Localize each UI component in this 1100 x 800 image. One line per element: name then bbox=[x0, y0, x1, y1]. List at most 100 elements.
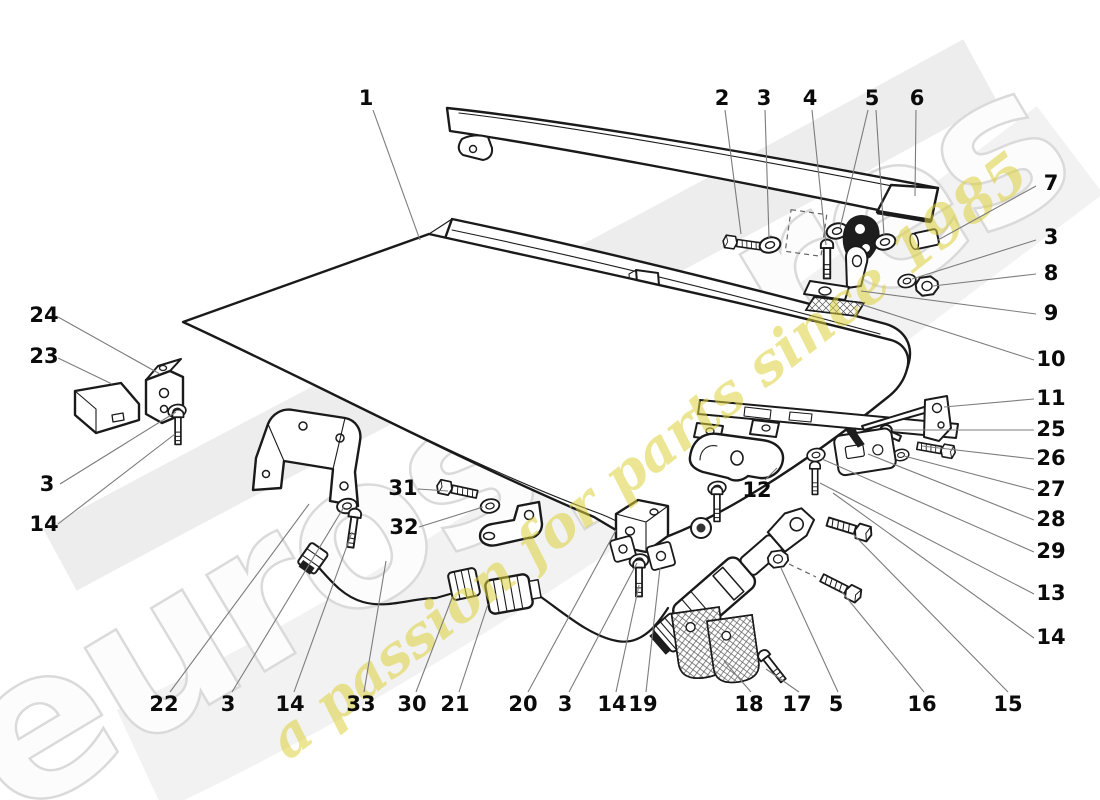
part-number-3[interactable]: 3 bbox=[558, 692, 573, 716]
part-number-27[interactable]: 27 bbox=[1036, 477, 1065, 501]
leader-line bbox=[724, 109, 742, 235]
leader-line bbox=[764, 109, 770, 239]
spoiler-blade bbox=[445, 106, 940, 224]
part-number-19[interactable]: 19 bbox=[628, 692, 657, 716]
part-number-21[interactable]: 21 bbox=[440, 692, 469, 716]
part-number-24[interactable]: 24 bbox=[29, 303, 58, 327]
bolt-part-15 bbox=[824, 513, 875, 544]
connector-part-21 bbox=[484, 573, 542, 615]
leader-line bbox=[363, 560, 387, 693]
part-number-32[interactable]: 32 bbox=[389, 515, 418, 539]
part-number-11[interactable]: 11 bbox=[1036, 386, 1065, 410]
sensor-cable-part-33 bbox=[297, 542, 670, 643]
part-number-3[interactable]: 3 bbox=[1044, 225, 1059, 249]
leader-line bbox=[780, 567, 839, 693]
screw-part-14 bbox=[171, 408, 185, 446]
part-number-28[interactable]: 28 bbox=[1036, 507, 1065, 531]
part-number-3[interactable]: 3 bbox=[40, 472, 55, 496]
part-number-26[interactable]: 26 bbox=[1036, 446, 1065, 470]
part-number-33[interactable]: 33 bbox=[346, 692, 375, 716]
part-number-22[interactable]: 22 bbox=[149, 692, 178, 716]
leader-line bbox=[765, 668, 800, 693]
leader-line bbox=[867, 453, 1035, 521]
leader-line bbox=[764, 467, 778, 481]
leader-line bbox=[231, 506, 345, 693]
part-number-31[interactable]: 31 bbox=[388, 476, 417, 500]
leader-line bbox=[568, 562, 638, 693]
background-swoosh bbox=[116, 106, 1100, 800]
leader-line bbox=[293, 531, 353, 693]
leader-line bbox=[914, 109, 917, 197]
part-number-14[interactable]: 14 bbox=[275, 692, 304, 716]
leader-line bbox=[458, 603, 489, 693]
connector-part-30 bbox=[447, 567, 481, 601]
part-number-2[interactable]: 2 bbox=[715, 86, 730, 110]
part-number-8[interactable]: 8 bbox=[1044, 261, 1059, 285]
leader-line bbox=[372, 109, 421, 241]
part-number-12[interactable]: 12 bbox=[742, 478, 771, 502]
part-number-5[interactable]: 5 bbox=[865, 86, 880, 110]
leader-line bbox=[819, 482, 1035, 595]
part-number-15[interactable]: 15 bbox=[993, 692, 1022, 716]
leader-line bbox=[527, 529, 617, 693]
part-number-17[interactable]: 17 bbox=[782, 692, 811, 716]
part-number-7[interactable]: 7 bbox=[1044, 171, 1059, 195]
leader-line bbox=[875, 109, 885, 236]
leader-line bbox=[860, 290, 1037, 315]
clamp-plate-part-19 bbox=[646, 541, 676, 571]
part-number-1[interactable]: 1 bbox=[359, 86, 374, 110]
leader-line bbox=[841, 591, 925, 693]
leader-line bbox=[903, 455, 1035, 491]
leader-line bbox=[723, 660, 752, 693]
leader-line bbox=[418, 506, 484, 528]
part-number-16[interactable]: 16 bbox=[907, 692, 936, 716]
leader-line bbox=[645, 567, 661, 693]
leader-line bbox=[59, 411, 177, 485]
actuator-bracket-parts bbox=[609, 498, 676, 598]
part-number-23[interactable]: 23 bbox=[29, 344, 58, 368]
hinge-part-12 bbox=[688, 419, 785, 539]
leader-line bbox=[821, 458, 1035, 553]
leader-line bbox=[811, 109, 827, 246]
leader-line bbox=[415, 597, 453, 693]
part-number-13[interactable]: 13 bbox=[1036, 581, 1065, 605]
part-number-6[interactable]: 6 bbox=[910, 86, 925, 110]
part-number-3[interactable]: 3 bbox=[221, 692, 236, 716]
leader-line bbox=[943, 398, 1035, 408]
part-number-4[interactable]: 4 bbox=[803, 86, 818, 110]
leader-line bbox=[937, 185, 1037, 241]
part-number-5[interactable]: 5 bbox=[829, 692, 844, 716]
screw-part-14 bbox=[632, 558, 646, 598]
leader-line bbox=[57, 433, 176, 525]
leader-line bbox=[932, 273, 1037, 287]
body-aperture-panel bbox=[697, 399, 959, 439]
leader-line bbox=[57, 357, 113, 385]
part-number-14[interactable]: 14 bbox=[29, 512, 58, 536]
rubber-pad-part-18 bbox=[670, 606, 789, 686]
screw-part-13 bbox=[808, 460, 822, 496]
spacer-part-7 bbox=[909, 228, 940, 251]
part-number-14[interactable]: 14 bbox=[597, 692, 626, 716]
latch-part-28 bbox=[833, 427, 897, 477]
part-number-10[interactable]: 10 bbox=[1036, 347, 1065, 371]
support-bracket-part-22 bbox=[251, 408, 363, 550]
cable-bracket-parts bbox=[434, 478, 544, 547]
part-number-9[interactable]: 9 bbox=[1044, 301, 1059, 325]
part-number-25[interactable]: 25 bbox=[1036, 417, 1065, 441]
hidden-outline bbox=[784, 209, 828, 257]
part-number-14[interactable]: 14 bbox=[1036, 625, 1065, 649]
leader-line bbox=[615, 584, 640, 693]
leader-line bbox=[852, 533, 1009, 693]
part-number-18[interactable]: 18 bbox=[734, 692, 763, 716]
leader-line bbox=[832, 492, 1035, 639]
leader-line bbox=[839, 109, 869, 229]
part-number-3[interactable]: 3 bbox=[757, 86, 772, 110]
leader-line bbox=[57, 316, 161, 375]
spoiler-mounting-parts bbox=[721, 209, 941, 317]
part-number-29[interactable]: 29 bbox=[1036, 539, 1065, 563]
part-number-20[interactable]: 20 bbox=[508, 692, 537, 716]
part-number-30[interactable]: 30 bbox=[397, 692, 426, 716]
